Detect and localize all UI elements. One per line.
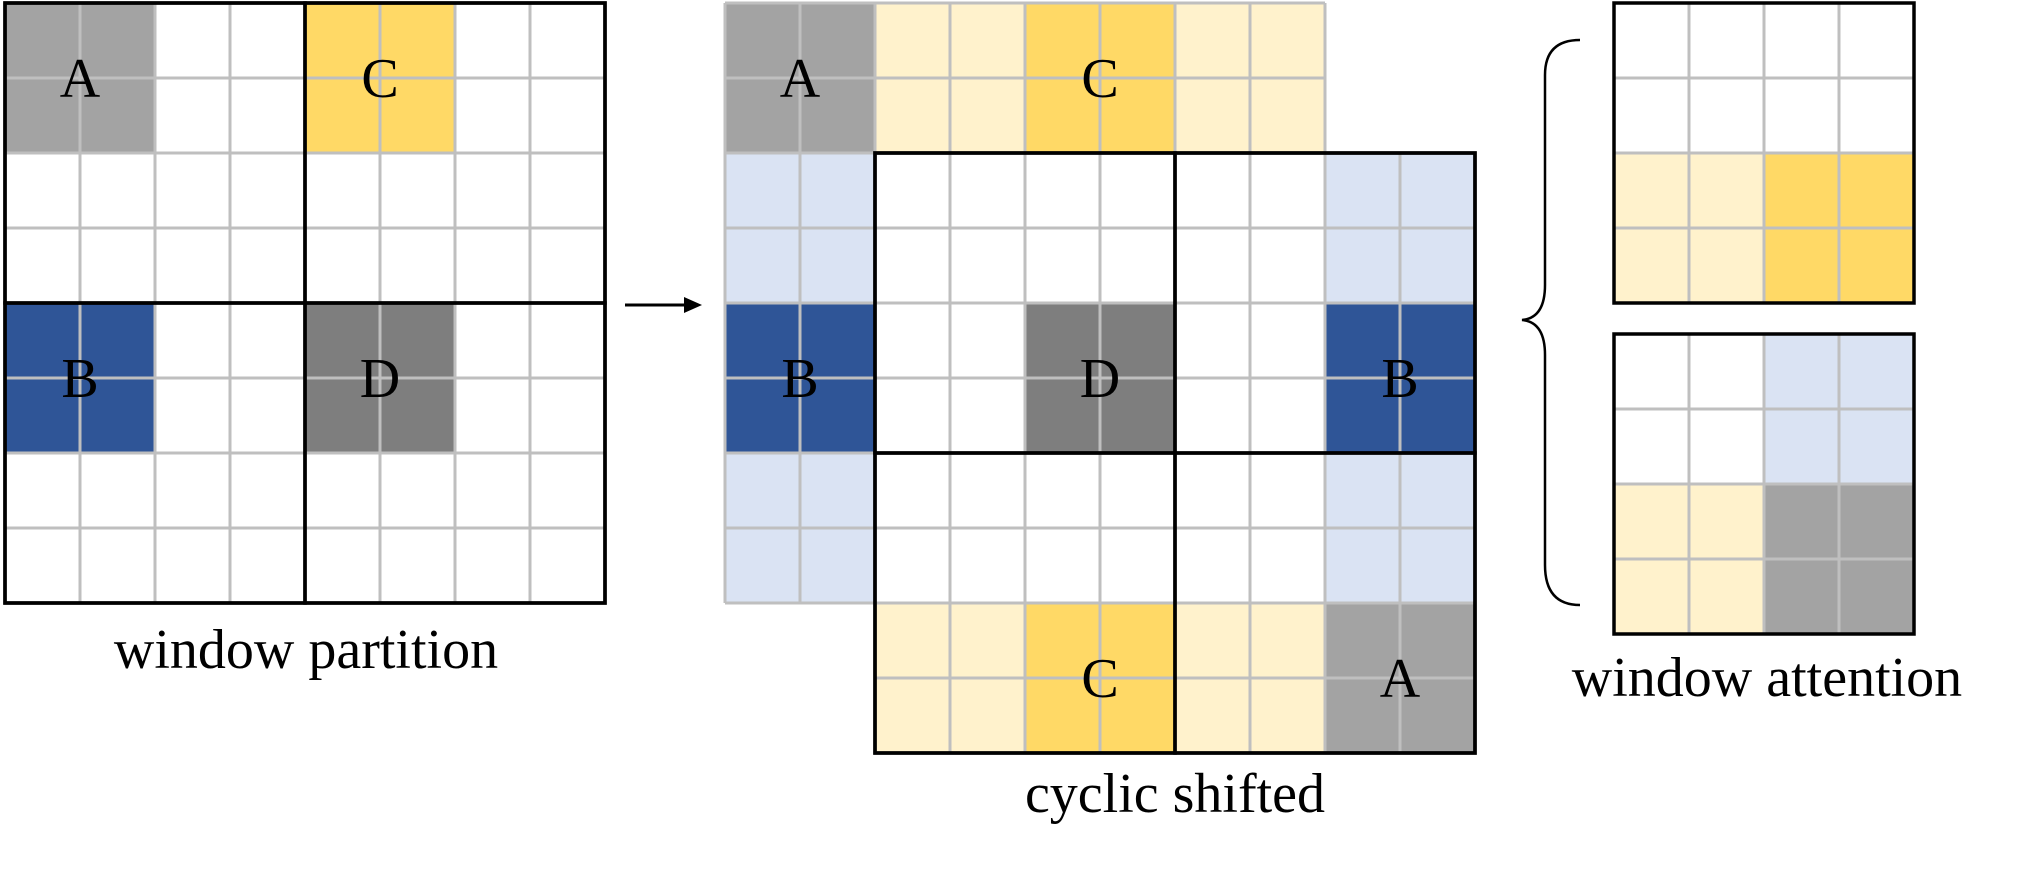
region-label-c: C: [361, 48, 398, 110]
region-label-c: C: [1081, 48, 1118, 110]
region-label-d: D: [1080, 348, 1120, 410]
curly-brace-icon: [1521, 38, 1581, 607]
region-label-c: C: [1081, 648, 1118, 710]
window-attention-grid-top: [1612, 1, 1916, 305]
cyclic-shifted-caption: cyclic shifted: [1025, 763, 1325, 825]
region-label-a: A: [1380, 648, 1421, 710]
region-label-a: A: [780, 48, 821, 110]
region-label-b: B: [1381, 348, 1418, 410]
window-attention-grid-bottom: [1612, 332, 1916, 636]
right-arrow-icon: [625, 297, 702, 313]
window-border: [1612, 332, 1916, 636]
window-border: [303, 301, 607, 605]
window-partition-caption: window partition: [114, 619, 498, 681]
window-border: [1612, 1, 1916, 305]
region-label-b: B: [781, 348, 818, 410]
cyclic-shifted-grid: A C B D B C A: [723, 1, 1477, 755]
region-label-b: B: [61, 348, 98, 410]
region-label-a: A: [60, 48, 101, 110]
window-border: [1173, 451, 1477, 755]
window-attention-caption: window attention: [1572, 647, 1962, 709]
window-partition-grid: A C B D: [3, 1, 607, 605]
region-label-d: D: [360, 348, 400, 410]
